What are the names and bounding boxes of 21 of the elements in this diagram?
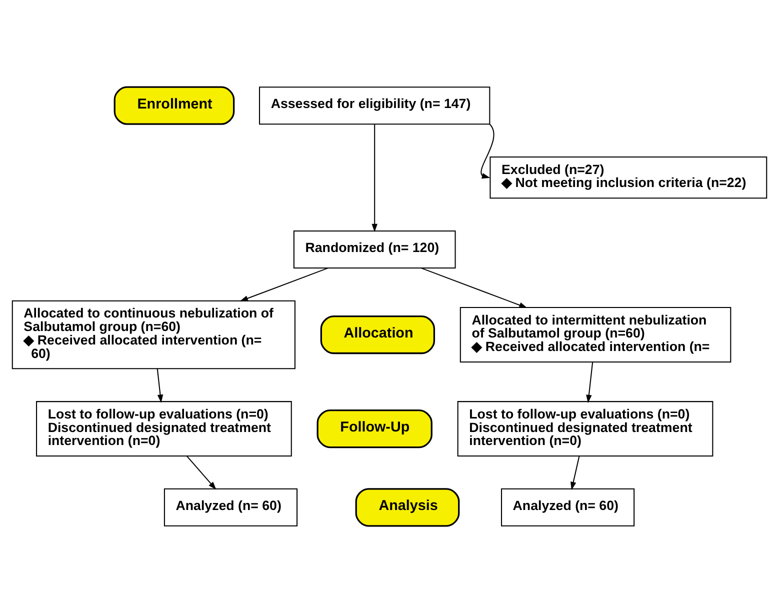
- node-box: Analysis: [355, 488, 460, 527]
- arrow: [586, 362, 594, 404]
- arrow: [186, 456, 216, 490]
- node-box: Assessed for eligibility (n= 147): [259, 86, 490, 125]
- arrow: [421, 268, 528, 308]
- node-box: Allocated to continuous nebulization of Salbutamol group (n=60) ◆ Received allocated intervention (n= 60): [12, 300, 296, 370]
- node-box: Follow-Up: [316, 409, 432, 448]
- node-box: Allocation: [320, 315, 436, 354]
- node-box: Lost to follow-up evaluations (n=0) Discontinued designated treatment intervention (n=0): [36, 401, 292, 457]
- node-box: Excluded (n=27) ◆ Not meeting inclusion criteria (n=22): [490, 156, 768, 199]
- node-box: Allocated to intermittent nebulization of Salbutamol group (n=60) ◆ Received allocated intervention (n=: [460, 307, 732, 362]
- arrow: [372, 124, 378, 232]
- arrow: [480, 124, 494, 179]
- arrow: [156, 368, 164, 403]
- arrow: [240, 268, 328, 302]
- node-box: Randomized (n= 120): [293, 230, 456, 268]
- node-box: Analyzed (n= 60): [164, 488, 298, 526]
- node-box: Analyzed (n= 60): [501, 488, 635, 526]
- node-box: Lost to follow-up evaluations (n=0) Discontinued designated treatment intervention (n=0): [457, 401, 714, 457]
- node-box: Enrollment: [114, 86, 235, 125]
- arrow: [570, 456, 580, 490]
